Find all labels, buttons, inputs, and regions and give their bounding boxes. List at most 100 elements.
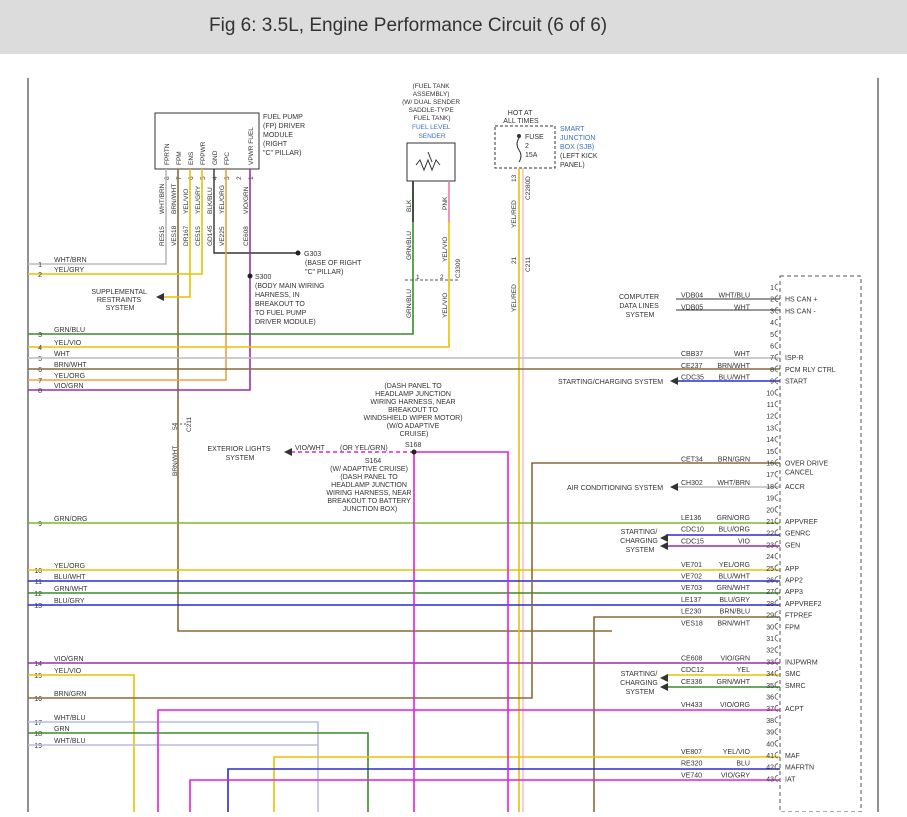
wire-vio-gry-43	[189, 779, 780, 812]
g303-label: G303 (BASE OF RIGHT "C" PILLAR)	[304, 251, 363, 276]
pcm-pin-terminal	[774, 377, 779, 384]
wire-blk-blu-gnd	[213, 169, 296, 254]
left-wire-number: 9	[38, 521, 42, 528]
fuse-symbol	[516, 137, 522, 163]
pcm-pin-number: 5	[770, 332, 774, 339]
pcm-pin-number: 26	[766, 578, 774, 585]
pcm-pin-terminal	[774, 494, 779, 501]
fp-wire-color: YEL/GRY	[195, 185, 202, 214]
s168-label: S168	[405, 442, 421, 449]
pcm-pin-number: 32	[766, 648, 774, 655]
pcm-wire-color: VIO/GRN	[720, 655, 750, 662]
sender-wiper	[427, 151, 433, 163]
wire-yel-org-fpc	[28, 169, 227, 381]
s300-splice	[247, 273, 253, 279]
pcm-pin-number: 11	[767, 402, 774, 409]
pcm-pin-terminal	[774, 751, 779, 759]
sc1-arrow-a	[660, 534, 668, 542]
pcm-pin-number: 8	[770, 367, 774, 374]
c211-pin-21: 21	[511, 256, 518, 264]
pcm-circuit-id: VE701	[681, 562, 702, 569]
pcm-pin-terminal	[774, 564, 779, 572]
sjb-label: SMART JUNCTION BOX (SJB)	[560, 126, 597, 151]
left-wire-color: YEL/GRY	[54, 267, 85, 274]
label-grn-blu-upper: GRN/BLU	[406, 231, 413, 260]
fp-wire-circuit: CE515	[195, 226, 202, 246]
pcm-wire-color: WHT	[734, 304, 751, 311]
pcm-pin-number: 12	[766, 414, 774, 421]
pcm-pin-number: 30	[766, 624, 774, 631]
pcm-circuit-id: CBB37	[681, 351, 703, 358]
pcm-circuit-id: VH433	[681, 702, 703, 709]
pcm-wire-color: BRN/GRN	[718, 457, 750, 464]
fp-wire-circuit: GD145	[207, 225, 214, 246]
sjb-sub-label: (LEFT KICK PANEL)	[560, 153, 600, 169]
pcm-circuit-id: VE807	[681, 749, 702, 756]
pcm-wire-color: VIO	[738, 538, 751, 545]
wire-brn-blu-29	[593, 616, 780, 812]
sc2-arrow-a	[660, 674, 668, 682]
pcm-pin-terminal	[774, 482, 779, 490]
left-wire-number: 1	[38, 262, 42, 269]
pcm-pin-terminal	[774, 775, 779, 782]
wire-brn-wht-fpm	[177, 169, 612, 632]
fp-wire-circuit: VE225	[219, 226, 226, 246]
figure-header: Fig 6: 3.5L, Engine Performance Circuit …	[0, 0, 907, 54]
fuse-top-terminal	[517, 134, 521, 138]
pcm-pin-number: 38	[766, 718, 774, 725]
pcm-circuit-id: CE608	[681, 655, 703, 662]
pcm-wire-color: BLU/ORG	[718, 527, 750, 534]
left-wire-color: YEL/ORG	[54, 373, 85, 380]
left-wire-color: VIO/GRN	[54, 383, 84, 390]
pcm-pin-terminal	[774, 517, 779, 525]
wire-wht-blu-17	[28, 721, 319, 812]
pcm-pin-number: 35	[766, 683, 774, 690]
c211-label-sjb: C211	[525, 257, 532, 272]
left-wire-color: WHT/BLU	[54, 715, 86, 722]
wire-vio-wht-branch	[414, 451, 509, 812]
fp-pin-number: 5	[200, 176, 207, 180]
pcm-pin-terminal	[774, 704, 779, 712]
pcm-pin-function: GEN	[785, 542, 800, 549]
left-wire-number: 8	[38, 388, 42, 395]
srs-label: SUPPLEMENTAL RESTRAINTS SYSTEM	[91, 289, 148, 312]
pcm-pin-number: 20	[766, 507, 774, 514]
pcm-pin-terminal	[774, 424, 779, 431]
pcm-pin-number: 18	[766, 484, 774, 491]
fp-wire-circuit: RE515	[159, 226, 166, 246]
ext-lights-arrow	[284, 448, 292, 456]
left-wire-number: 16	[34, 696, 42, 703]
pcm-pin-function: MAFRTN	[785, 765, 814, 772]
fp-wire-color: YEL/VIO	[183, 189, 190, 214]
label-blk: BLK	[406, 199, 413, 212]
fp-wire-color: VIO/GRN	[243, 186, 250, 214]
fp-wire-labels: WHT/BRNRE515BRN/WHTVES18YEL/VIODR167YEL/…	[159, 183, 250, 246]
wire-vio-org-37	[157, 709, 780, 812]
pcm-circuit-id: CDC10	[681, 527, 704, 534]
left-wire-color: BLU/WHT	[54, 574, 86, 581]
pcm-circuit-id: CDC12	[681, 667, 704, 674]
page-title: Fig 6: 3.5L, Engine Performance Circuit …	[209, 15, 608, 36]
pcm-pin-function: GENRC	[785, 531, 810, 538]
left-wire-number: 2	[38, 272, 42, 279]
pcm-pin-function: SMRC	[785, 683, 806, 690]
sc2-arrow-b	[660, 683, 668, 691]
pcm-wire-color: YEL/VIO	[723, 749, 751, 756]
left-wire-number: 19	[34, 743, 42, 750]
pcm-pin-terminal	[774, 669, 779, 677]
fuel-tank-label: (FUEL TANK ASSEMBLY) (W/ DUAL SENDER SAD…	[402, 83, 462, 122]
pcm-pin-terminal	[774, 552, 779, 560]
start-charging-label: STARTING/CHARGING SYSTEM	[558, 379, 663, 386]
pcm-pin-number: 40	[766, 741, 774, 748]
wire-yel-gry	[28, 169, 203, 275]
pcm-circuit-id: CDC15	[681, 538, 704, 545]
computer-data-lines-label: COMPUTER DATA LINES SYSTEM	[619, 294, 661, 319]
pcm-wire-color: GRN/ORG	[717, 515, 750, 522]
pcm-pin-terminal	[774, 611, 779, 618]
starting-charging-label-1: STARTING/ CHARGING SYSTEM	[620, 529, 660, 554]
pcm-wire-color: GRN/WHT	[717, 585, 751, 592]
pcm-pin-function: ACPT	[785, 706, 804, 713]
left-wire-number: 10	[34, 568, 42, 575]
pcm-pin-function: FPM	[785, 624, 800, 631]
label-grn-blu-lower: GRN/BLU	[406, 289, 413, 318]
